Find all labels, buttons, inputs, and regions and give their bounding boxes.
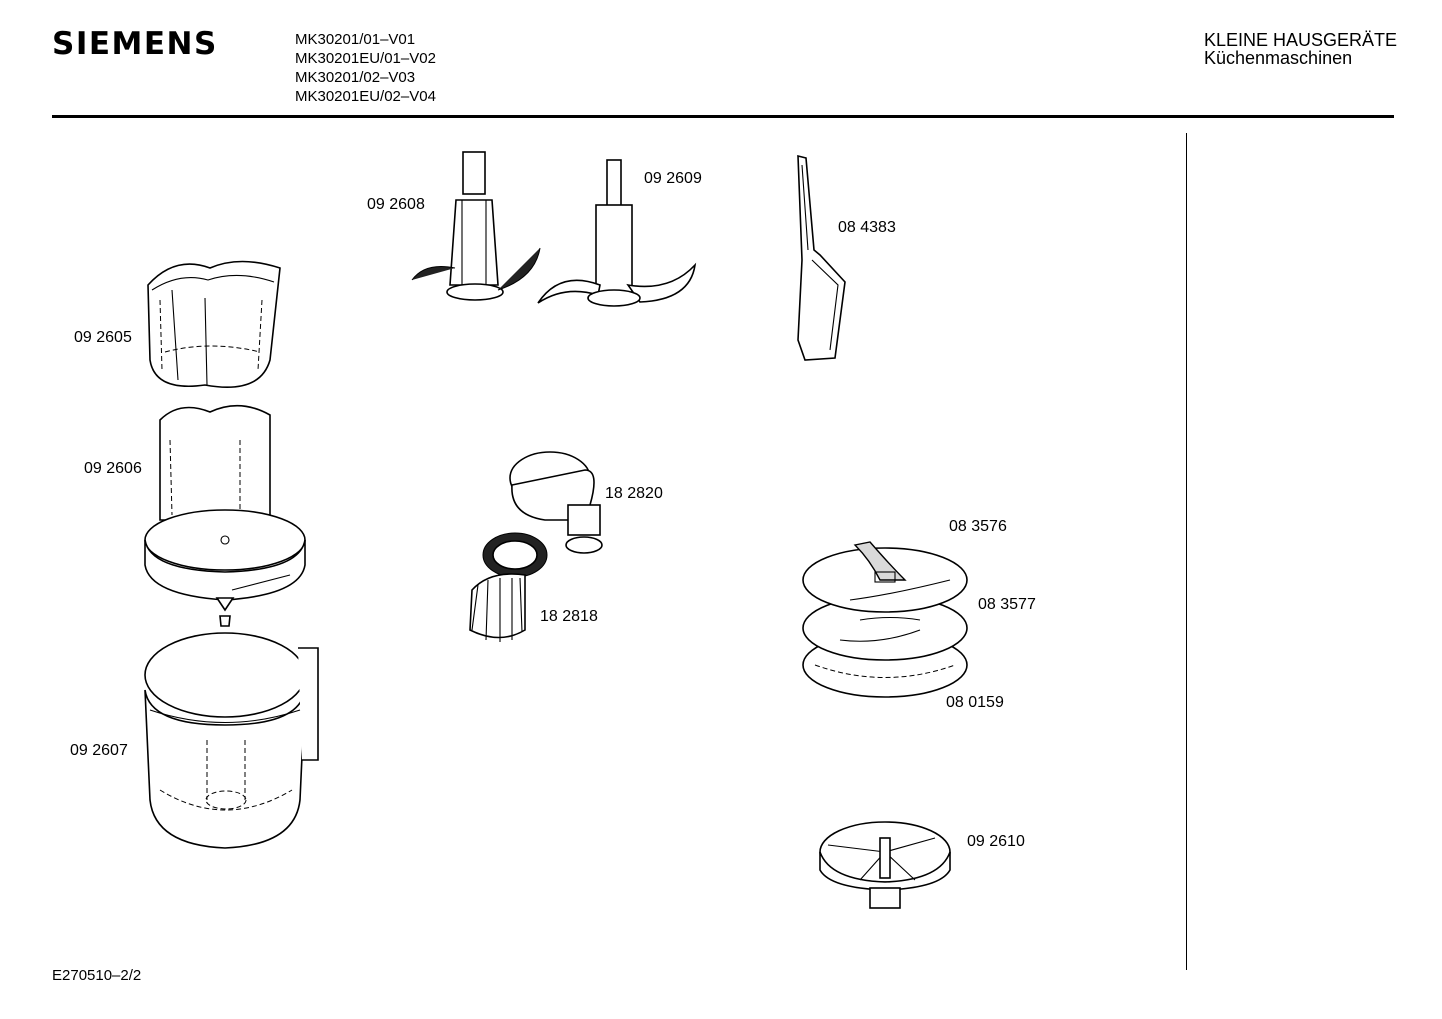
part-label: 09 2610 (967, 833, 1025, 850)
model-number: MK30201/02–V03 (295, 69, 416, 86)
document-id: E270510–2/2 (52, 967, 142, 984)
part-label: 08 4383 (838, 219, 896, 236)
category: KLEINE HAUSGERÄTE Küchenmaschinen (1204, 31, 1397, 67)
part-label: 09 2606 (84, 460, 142, 477)
side-divider (1186, 133, 1187, 970)
spatula-drawing (797, 154, 846, 361)
mixing-bowl-drawing (144, 632, 319, 849)
part-label: 09 2605 (74, 329, 132, 346)
part-label: 08 0159 (946, 694, 1004, 711)
category-title: KLEINE HAUSGERÄTE (1204, 30, 1398, 50)
citrus-press-cone-drawing (469, 532, 548, 642)
category-subtitle: Küchenmaschinen (1204, 48, 1353, 68)
bowl-insert-drawing (147, 260, 281, 388)
disc-carrier-drawing (819, 821, 951, 909)
kneading-tool-drawing (411, 151, 541, 301)
citrus-press-cover-drawing (509, 451, 603, 554)
model-number: MK30201/01–V01 (295, 31, 416, 48)
part-label: 09 2608 (367, 196, 425, 213)
model-list: MK30201/01–V01 MK30201EU/01–V02 MK30201/… (295, 30, 436, 106)
part-label: 18 2820 (605, 485, 663, 502)
lid-drawing (144, 404, 306, 627)
chopping-blade-drawing (537, 159, 697, 307)
part-label: 09 2609 (644, 170, 702, 187)
model-number: MK30201EU/02–V04 (295, 88, 436, 105)
part-label: 09 2607 (70, 742, 128, 759)
part-label: 18 2818 (540, 608, 598, 625)
part-label: 08 3577 (978, 596, 1036, 613)
header-divider (52, 115, 1394, 118)
part-label: 08 3576 (949, 518, 1007, 535)
slicing-discs-drawing (802, 541, 968, 698)
brand-logo: SIEMENS (52, 26, 218, 62)
model-number: MK30201EU/01–V02 (295, 50, 436, 67)
